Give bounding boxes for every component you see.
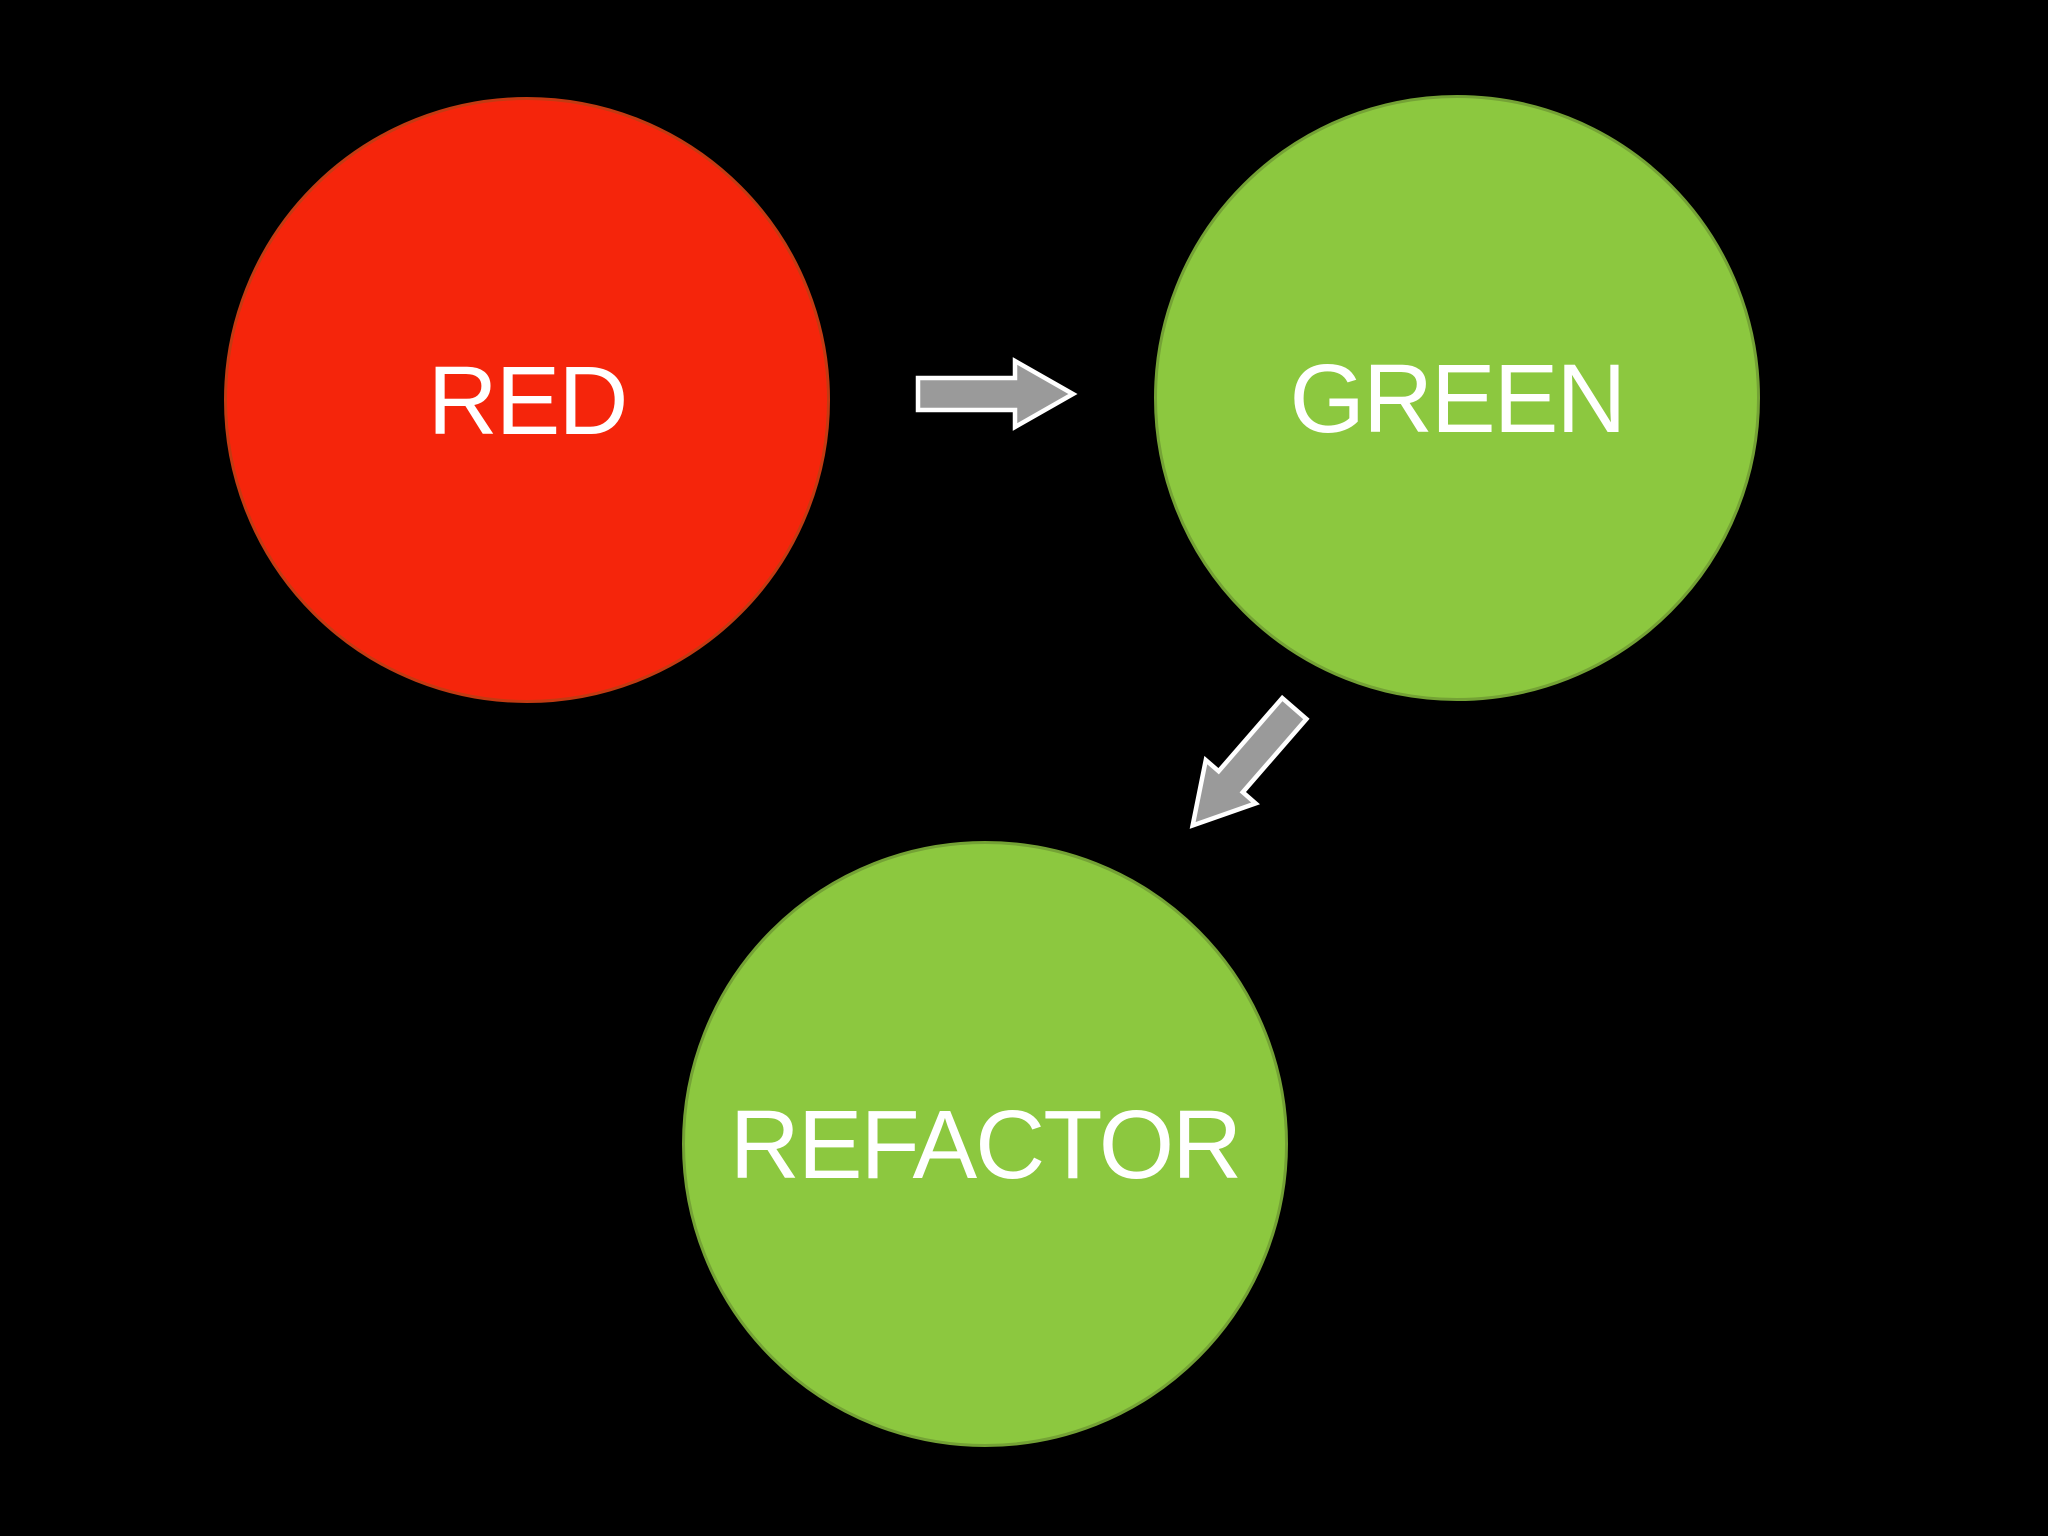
arrow-right-icon	[915, 357, 1078, 431]
node-green-label: GREEN	[1289, 343, 1627, 453]
node-red: RED	[224, 97, 830, 703]
node-red-label: RED	[427, 345, 629, 455]
arrow-down-left-icon	[1189, 694, 1310, 829]
node-refactor: REFACTOR	[682, 841, 1288, 1447]
node-refactor-label: REFACTOR	[729, 1089, 1242, 1199]
node-green: GREEN	[1154, 95, 1760, 701]
